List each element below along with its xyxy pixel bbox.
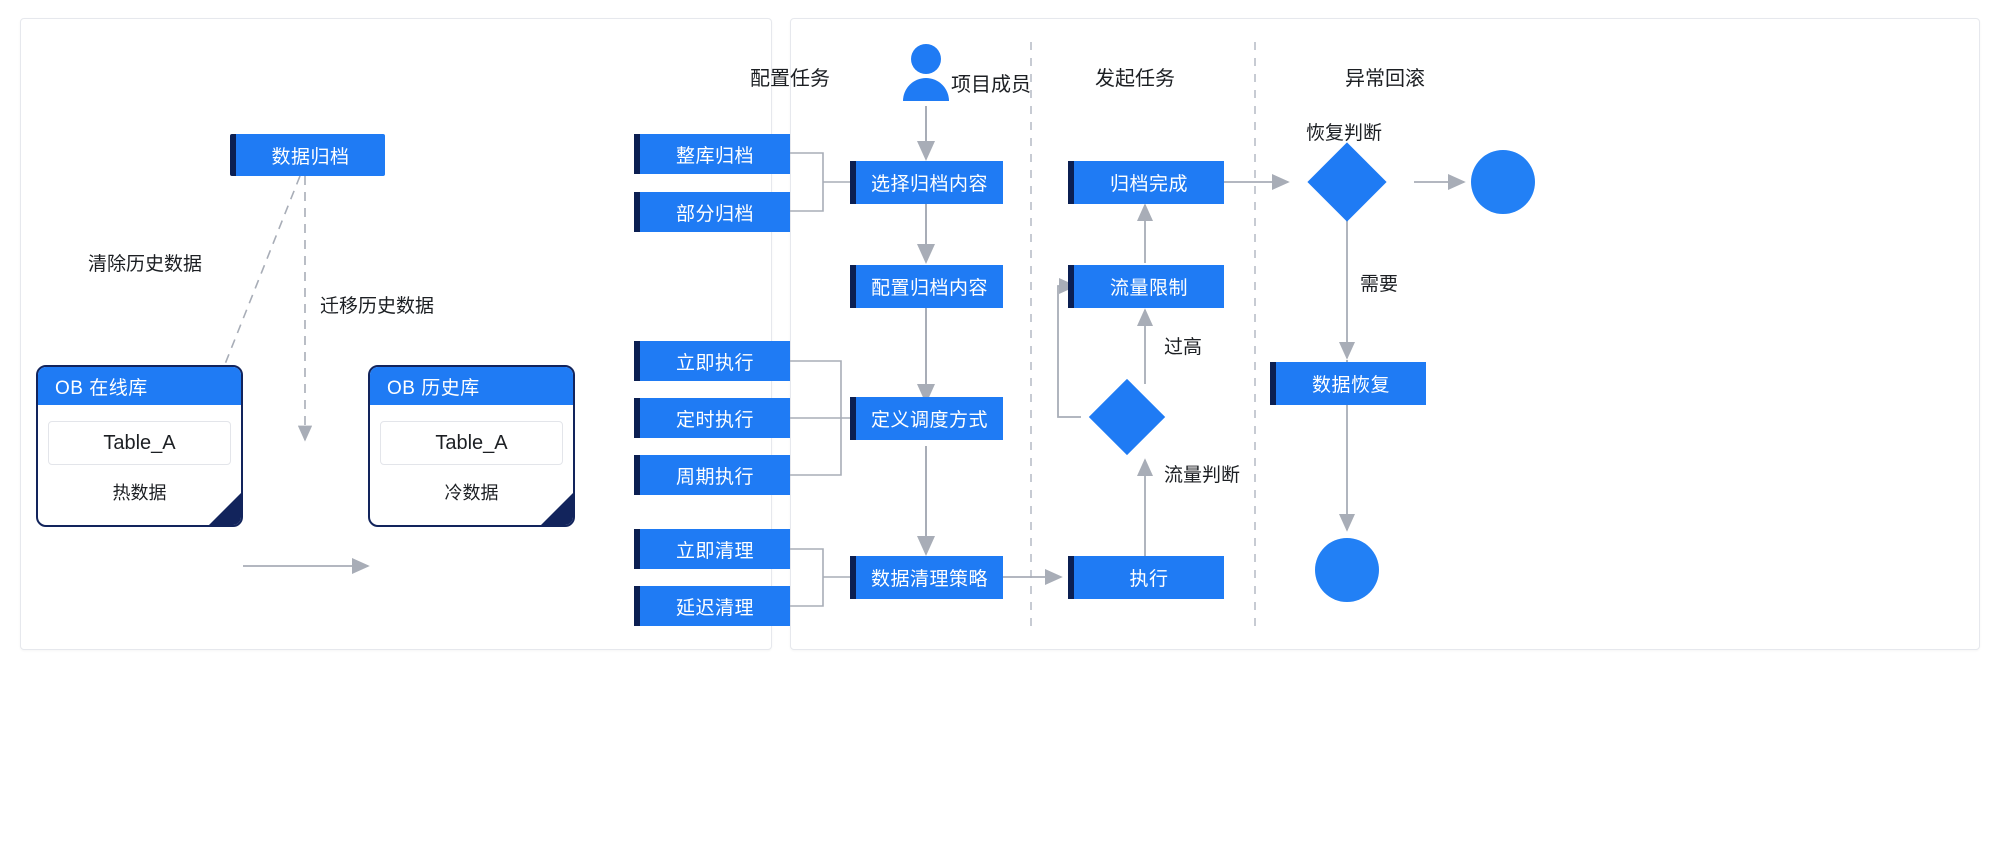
db-card-history-caption: 冷数据 — [444, 483, 499, 503]
node-run-immediately-label: 立即执行 — [675, 352, 754, 374]
node-select-archive-content[interactable]: 选择归档内容 — [850, 161, 1003, 204]
node-partial-archive-label: 部分归档 — [675, 203, 754, 225]
node-data-cleanup-policy[interactable]: 数据清理策略 — [850, 556, 1003, 599]
node-data-archive[interactable]: 数据归档 — [230, 134, 385, 176]
node-archive-done[interactable]: 归档完成 — [1068, 161, 1224, 204]
db-card-online-table: Table_A — [48, 421, 231, 465]
db-card-online[interactable]: OB 在线库 Table_A 热数据 — [36, 365, 243, 527]
node-rate-limit[interactable]: 流量限制 — [1068, 265, 1224, 308]
db-card-online-header: OB 在线库 — [38, 367, 241, 405]
lane-title-exception-rollback: 异常回滚 — [1345, 68, 1425, 90]
db-card-online-caption: 热数据 — [112, 483, 167, 503]
page-fold-icon — [539, 491, 573, 525]
node-data-cleanup-policy-label: 数据清理策略 — [870, 569, 988, 590]
node-data-archive-label: 数据归档 — [271, 146, 350, 168]
label-purge-history: 清除历史数据 — [88, 254, 203, 275]
node-run-periodic[interactable]: 周期执行 — [634, 455, 790, 495]
node-cleanup-immediate[interactable]: 立即清理 — [634, 529, 790, 569]
page-fold-icon — [207, 491, 241, 525]
node-run-scheduled[interactable]: 定时执行 — [634, 398, 790, 438]
node-data-recovery[interactable]: 数据恢复 — [1270, 362, 1426, 405]
node-execute[interactable]: 执行 — [1068, 556, 1224, 599]
node-run-scheduled-label: 定时执行 — [675, 409, 754, 431]
node-run-periodic-label: 周期执行 — [675, 466, 754, 488]
node-configure-archive-content[interactable]: 配置归档内容 — [850, 265, 1003, 308]
person-head-icon — [911, 44, 941, 74]
node-define-schedule-label: 定义调度方式 — [870, 410, 988, 431]
end-terminator-success[interactable] — [1471, 150, 1535, 214]
db-card-history-header: OB 历史库 — [370, 367, 573, 405]
node-data-recovery-label: 数据恢复 — [1311, 375, 1390, 396]
label-flow-check: 流量判断 — [1164, 465, 1241, 486]
node-full-db-archive[interactable]: 整库归档 — [634, 134, 790, 174]
person-body-icon — [903, 78, 949, 101]
panel-archive-workflow — [790, 18, 1980, 650]
node-cleanup-delayed-label: 延迟清理 — [675, 597, 754, 619]
lane-title-start-task: 发起任务 — [1095, 68, 1175, 90]
node-run-immediately[interactable]: 立即执行 — [634, 341, 790, 381]
label-too-high: 过高 — [1164, 337, 1203, 358]
lane-title-config-task: 配置任务 — [750, 68, 830, 90]
node-cleanup-immediate-label: 立即清理 — [675, 540, 754, 562]
label-recover-check: 恢复判断 — [1306, 123, 1383, 144]
end-terminator-rollback[interactable] — [1315, 538, 1379, 602]
node-configure-archive-content-label: 配置归档内容 — [870, 278, 988, 299]
node-rate-limit-label: 流量限制 — [1109, 278, 1188, 299]
node-full-db-archive-label: 整库归档 — [675, 145, 754, 167]
node-select-archive-content-label: 选择归档内容 — [870, 174, 988, 195]
node-archive-done-label: 归档完成 — [1109, 174, 1188, 195]
db-card-history-table: Table_A — [380, 421, 563, 465]
person-icon — [903, 44, 949, 101]
label-need-recovery: 需要 — [1360, 274, 1399, 295]
node-execute-label: 执行 — [1129, 569, 1169, 590]
node-cleanup-delayed[interactable]: 延迟清理 — [634, 586, 790, 626]
node-partial-archive[interactable]: 部分归档 — [634, 192, 790, 232]
db-card-history[interactable]: OB 历史库 Table_A 冷数据 — [368, 365, 575, 527]
db-card-history-body: Table_A 冷数据 — [370, 405, 573, 525]
label-migrate-history: 迁移历史数据 — [320, 296, 435, 317]
db-card-online-body: Table_A 热数据 — [38, 405, 241, 525]
node-define-schedule[interactable]: 定义调度方式 — [850, 397, 1003, 440]
lane-title-project-member: 项目成员 — [951, 74, 1031, 96]
